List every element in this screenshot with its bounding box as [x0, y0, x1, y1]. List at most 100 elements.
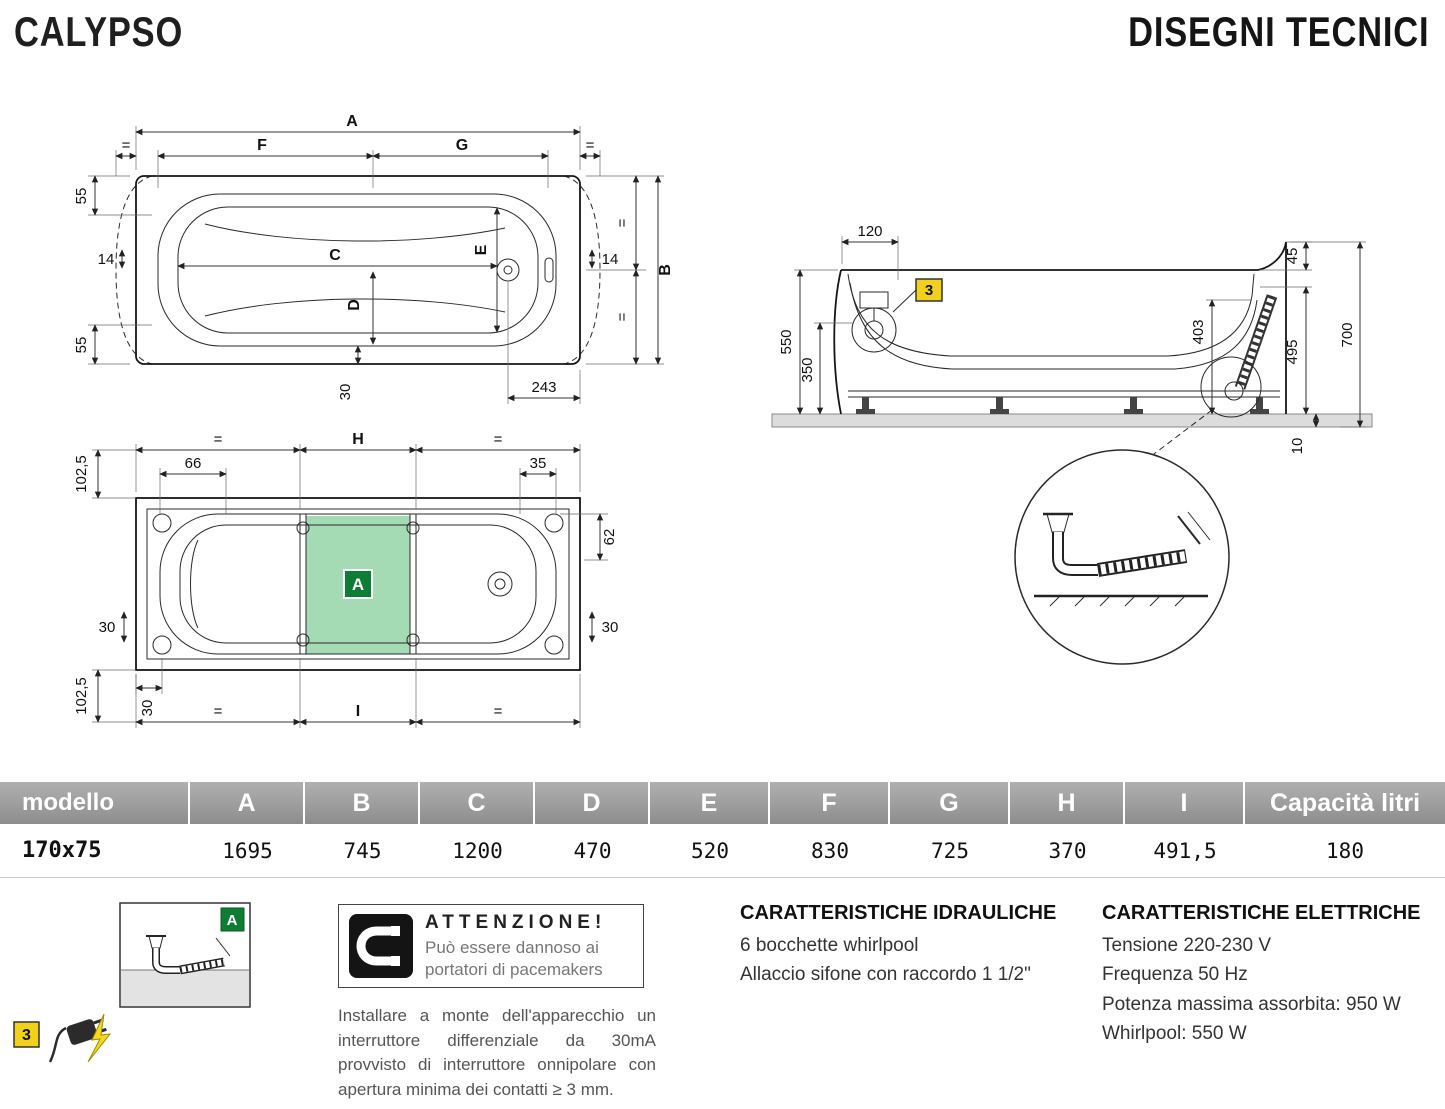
tub-frame-plan-view: A = H = 66 35 102,5 62 30 30 — [73, 431, 618, 728]
dim-label-30-bottom: 30 — [337, 384, 354, 401]
dim-label-30-bot: 30 — [139, 700, 156, 717]
dim-label-eq-left: = — [122, 137, 131, 154]
tub-side-elevation: 3 120 550 350 403 45 495 700 10 — [771, 223, 1373, 458]
area-a-badge — [343, 569, 373, 599]
col-header-f: F — [770, 782, 890, 824]
plug-lightning-icon — [48, 1013, 112, 1063]
area-a-badge-small-label: A — [227, 912, 238, 929]
hydraulic-feature-line: 6 bocchette whirlpool — [740, 935, 919, 956]
cell-g: 725 — [931, 838, 969, 863]
area-a-badge-label: A — [352, 575, 364, 594]
drain-detail-box: A — [119, 902, 251, 1008]
cell-b: 745 — [343, 838, 382, 863]
col-header-i: I — [1125, 782, 1245, 824]
dim-label-B: B — [657, 264, 674, 276]
dim-label-eq-i-right: = — [494, 703, 503, 720]
col-header-modello: modello — [0, 782, 190, 824]
dim-label-66: 66 — [185, 455, 202, 472]
cell-capacita: 180 — [1326, 838, 1364, 863]
dim-label-102-top: 102,5 — [73, 455, 90, 493]
dim-label-H: H — [352, 431, 364, 448]
dim-label-45: 45 — [1284, 248, 1301, 265]
cell-a: 1695 — [222, 838, 273, 863]
warning-line-2: portatori di pacemakers — [425, 959, 603, 979]
dim-label-eq-right-upper: = — [614, 218, 631, 227]
hydraulic-features-title: CARATTERISTICHE IDRAULICHE — [740, 902, 1057, 924]
note-3-badge-label: 3 — [22, 1027, 31, 1044]
cell-c: 1200 — [452, 838, 503, 863]
electrical-features: CARATTERISTICHE ELETTRICHE Tensione 220-… — [1102, 902, 1437, 1049]
cell-modello: 170x75 — [22, 838, 102, 863]
warning-text-block: ATTENZIONE! Può essere dannoso ai portat… — [425, 912, 606, 980]
dim-label-F: F — [257, 137, 267, 154]
dim-label-A: A — [346, 113, 358, 130]
dim-label-55-bottom: 55 — [73, 337, 90, 354]
col-header-b: B — [305, 782, 420, 824]
electrical-feature-line: Potenza massima assorbita: 950 W — [1102, 993, 1401, 1015]
col-header-d: D — [535, 782, 650, 824]
warning-line-1: Può essere dannoso ai — [425, 938, 599, 958]
col-header-e: E — [650, 782, 770, 824]
drain-circle-bottom — [487, 571, 513, 597]
dim-label-243: 243 — [531, 379, 556, 396]
dim-label-E: E — [473, 244, 490, 255]
dim-label-350: 350 — [799, 357, 816, 382]
electrical-features-title: CARATTERISTICHE ELETTRICHE — [1102, 902, 1421, 924]
dim-label-700: 700 — [1339, 322, 1356, 347]
page-subtitle: DISEGNI TECNICI — [1127, 8, 1429, 55]
col-header-g: G — [890, 782, 1010, 824]
dim-label-I: I — [356, 703, 360, 720]
col-header-capacita: Capacità litri — [1269, 788, 1421, 817]
note-3-badge-side-label: 3 — [925, 282, 933, 299]
pacemaker-warning-box: ATTENZIONE! Può essere dannoso ai portat… — [338, 904, 644, 988]
dim-label-62: 62 — [601, 529, 618, 546]
detail-marker-circle — [1200, 356, 1262, 418]
dim-label-G: G — [456, 137, 468, 154]
dim-label-102-bot: 102,5 — [73, 677, 90, 715]
dim-label-14-left: 14 — [98, 251, 115, 268]
warning-title: ATTENZIONE! — [425, 912, 607, 934]
electrical-feature-line: Frequenza 50 Hz — [1102, 964, 1248, 986]
cell-h: 370 — [1048, 838, 1087, 863]
spec-table-header-row: modello A B C D E F G H I Capacità litri — [0, 782, 1445, 824]
dim-label-30-right: 30 — [602, 619, 619, 636]
hydraulic-features: CARATTERISTICHE IDRAULICHE 6 bocchette w… — [740, 902, 1090, 990]
cell-e: 520 — [691, 838, 729, 863]
dim-label-30-left: 30 — [99, 619, 116, 636]
col-header-c: C — [420, 782, 535, 824]
tub-top-view: A = F G = 55 14 55 C D E 14 — [73, 113, 674, 404]
cell-f: 830 — [811, 838, 849, 863]
dim-label-eq-i-left: = — [214, 703, 223, 720]
dim-label-eq-h-left: = — [214, 431, 223, 448]
note-3-badge — [13, 1021, 40, 1048]
drain-circle — [496, 258, 520, 282]
dim-label-10: 10 — [1289, 438, 1306, 455]
dim-label-C: C — [329, 247, 341, 264]
hydraulic-feature-line: Allaccio sifone con raccordo 1 1/2" — [740, 964, 1031, 986]
col-header-a: A — [190, 782, 305, 824]
page-title: CALYPSO — [14, 8, 184, 55]
dim-label-14-right: 14 — [602, 251, 619, 268]
floor-slab — [771, 413, 1373, 428]
dim-label-495: 495 — [1284, 339, 1301, 364]
dim-label-eq-h-right: = — [494, 431, 503, 448]
dim-label-120: 120 — [857, 223, 882, 240]
installation-note: Installare a monte dell'apparecchio un i… — [338, 1006, 656, 1099]
cell-d: 470 — [573, 838, 612, 863]
electrical-feature-line: Whirlpool: 550 W — [1102, 1023, 1247, 1045]
electrical-note-icons: 3 — [13, 1013, 112, 1063]
dim-label-55-top: 55 — [73, 188, 90, 205]
dim-label-D: D — [346, 299, 363, 311]
dim-label-550: 550 — [778, 329, 795, 354]
dim-label-eq-right: = — [586, 137, 595, 154]
spec-table-data-row: 170x75 1695 745 1200 470 520 830 725 370… — [0, 824, 1445, 878]
drain-detail-circle — [1014, 449, 1230, 665]
dim-label-35: 35 — [530, 455, 547, 472]
overflow-slot — [544, 257, 554, 283]
dim-label-403: 403 — [1190, 319, 1207, 344]
cell-i: 491,5 — [1153, 838, 1217, 863]
electrical-feature-line: Tensione 220-230 V — [1102, 935, 1272, 956]
spec-table: modello A B C D E F G H I Capacità litri… — [0, 782, 1445, 878]
col-header-h: H — [1010, 782, 1125, 824]
